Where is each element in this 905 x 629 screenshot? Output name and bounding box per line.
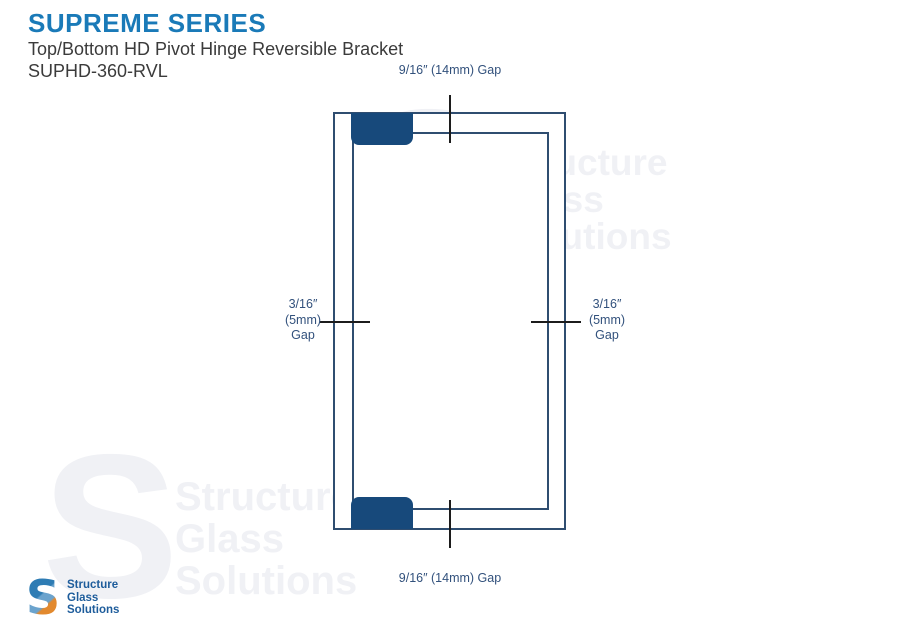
watermark-text-bottom-left: Structure Glass Solutions — [175, 476, 357, 602]
company-logo: S Structure Glass Solutions — [26, 576, 119, 622]
gap-label-line: Gap — [595, 328, 619, 342]
gap-label-line: (5mm) — [284, 312, 322, 327]
glass-panel-inner-outline — [352, 132, 549, 510]
logo-word: Solutions — [67, 604, 120, 616]
dimension-tick-left — [320, 321, 370, 323]
gap-label-right: 3/16″ (5mm) Gap — [577, 297, 637, 344]
gap-label-top: 9/16″ (14mm) Gap — [398, 63, 502, 77]
logo-s-icon: S — [26, 576, 60, 622]
svg-text:S: S — [26, 576, 60, 622]
product-code: SUPHD-360-RVL — [28, 61, 168, 81]
glass-panel-outline — [333, 112, 566, 530]
gap-label-left: 3/16″ (5mm) Gap — [273, 297, 333, 344]
dimension-tick-bottom — [449, 500, 451, 548]
watermark-line: Structure — [175, 475, 353, 519]
watermark-s-glyph-bottom-left: S — [42, 412, 179, 629]
gap-label-line: 3/16″ — [592, 297, 622, 311]
gap-label-line: Gap — [291, 328, 315, 342]
watermark-line: Solutions — [175, 559, 358, 603]
gap-label-line: 3/16″ — [288, 297, 318, 311]
logo-wordmark: Structure Glass Solutions — [67, 576, 119, 622]
watermark-line: Glass — [175, 517, 284, 561]
series-title: SUPREME SERIES — [28, 8, 267, 38]
gap-label-bottom: 9/16″ (14mm) Gap — [398, 571, 502, 585]
pivot-hinge-bracket-top — [351, 113, 413, 145]
dimension-tick-right — [531, 321, 581, 323]
product-title: Top/Bottom HD Pivot Hinge Reversible Bra… — [28, 39, 404, 59]
logo-word: Structure — [67, 579, 119, 591]
logo-word: Glass — [67, 591, 99, 604]
gap-label-line: (5mm) — [588, 312, 626, 327]
dimension-tick-top — [449, 95, 451, 143]
pivot-hinge-bracket-bottom — [351, 497, 413, 529]
